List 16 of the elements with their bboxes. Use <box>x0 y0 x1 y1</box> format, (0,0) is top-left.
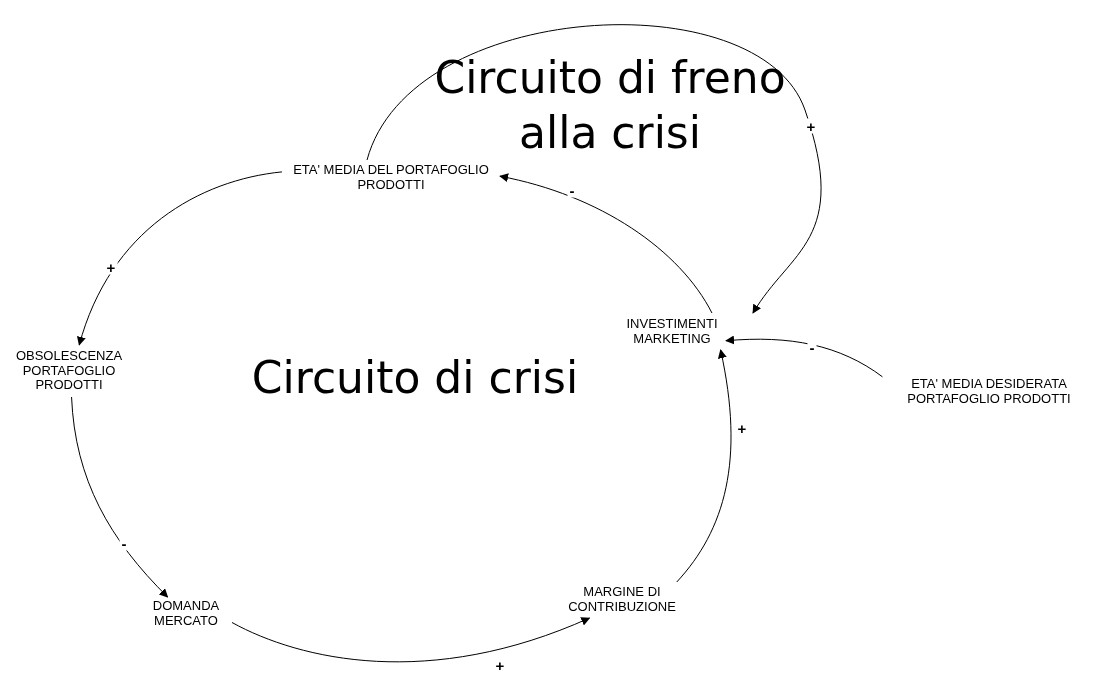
causal-link-arrow <box>725 335 883 378</box>
variable-label: MARGINE DI CONTRIBUZIONE <box>548 582 696 618</box>
variable-label: ETA' MEDIA DESIDERATA PORTAFOGLIO PRODOTTI <box>878 373 1100 411</box>
causal-link-arrow <box>231 616 591 663</box>
polarity-sign: + <box>804 118 818 134</box>
variable-label: DOMANDA MERCATO <box>140 597 232 631</box>
causal-link-arrow <box>499 173 713 314</box>
variable-label: OBSOLESCENZA PORTAFOGLIO PRODOTTI <box>5 345 133 397</box>
loop-name: Circuito di freno alla crisi <box>433 51 787 160</box>
loop-name: Circuito di crisi <box>250 351 580 405</box>
causal-link-arrow <box>676 349 732 583</box>
variable-label: ETA' MEDIA DEL PORTAFOGLIO PRODOTTI <box>282 160 500 196</box>
causal-link-arrow <box>77 171 283 346</box>
variable-label: INVESTIMENTI MARKETING <box>618 313 726 350</box>
causal-link-arrow <box>366 24 822 314</box>
causal-link-arrow <box>71 396 169 598</box>
